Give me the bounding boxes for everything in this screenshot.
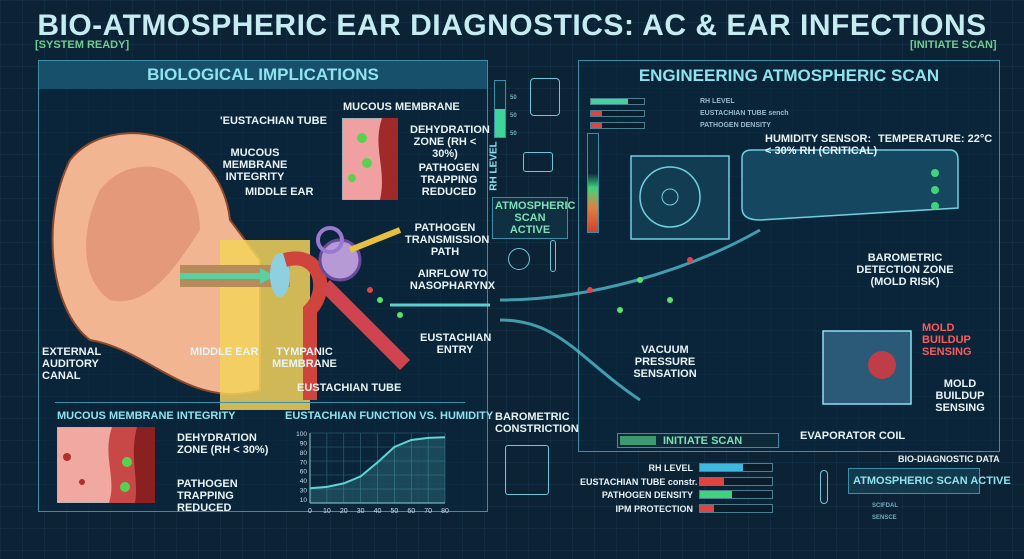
bio-diagnostic-label: BIO-DIAGNOSTIC DATA [898, 454, 1000, 464]
x-tick-label: 20 [340, 508, 348, 515]
mucous-membrane-title: MUCOUS MEMBRANE [343, 101, 460, 113]
x-tick-label: 80 [441, 508, 449, 515]
sensor-label: SCIFDAL SENSCE [872, 503, 898, 521]
initiate-scan-status[interactable]: [INITIATE SCAN] [910, 39, 997, 51]
initiate-scan-button[interactable]: INITIATE SCAN [617, 433, 779, 448]
x-tick-label: 70 [424, 508, 432, 515]
thermometer-icon [550, 240, 556, 272]
legend-label: RH LEVEL [700, 98, 735, 105]
eustachian-tube-bottom-label: EUSTACHIAN TUBE [297, 382, 402, 394]
vacuum-pressure-label: VACUUM PRESSURE SENSATION [633, 344, 697, 380]
gauge-icon [508, 248, 530, 270]
metric-label: EUSTACHIAN TUBE constr. [580, 476, 698, 487]
eustachian-entry-label: EUSTACHIAN ENTRY [420, 332, 492, 356]
rh-tick: 50 [510, 95, 517, 101]
thermometer-icon [820, 470, 828, 504]
legend-label: EUSTACHIAN TUBE sench [700, 110, 789, 117]
evaporator-coil-label: EVAPORATOR COIL [800, 430, 906, 442]
airflow-label: AIRFLOW TO NASOPHARYNX [409, 268, 496, 292]
x-tick-label: 10 [323, 508, 331, 515]
biological-header: BIOLOGICAL IMPLICATIONS [39, 61, 487, 89]
y-tick-label: 90 [300, 440, 308, 447]
x-tick-label: 40 [374, 508, 382, 515]
humidity-sensor-value: < 30% RH (CRITICAL) [765, 145, 878, 157]
y-tick-label: 60 [300, 469, 308, 476]
mucous-integrity-title: MUCOUS MEMBRANE INTEGRITY [57, 410, 236, 422]
rh-level-fill [495, 109, 505, 137]
temperature-label: TEMPERATURE: 22°C [878, 133, 993, 145]
atmospheric-scan-active-box: ATMOSPHERIC SCAN ACTIVE [848, 468, 1011, 494]
mold-sensing-red-label: MOLD BUILDUP SENSING [922, 322, 972, 358]
mucous-inset-image [342, 118, 398, 200]
legend-bar [590, 98, 645, 105]
initiate-scan-progress [620, 436, 656, 445]
metric-label: PATHOGEN DENSITY [601, 490, 693, 500]
x-tick-label: 50 [390, 508, 398, 515]
metric-bar [699, 490, 773, 499]
x-tick-label: 60 [407, 508, 415, 515]
airflow-stream [499, 228, 761, 402]
metric-label: IPM PROTECTION [615, 503, 693, 514]
pathogen-path-label: PATHOGEN TRANSMISSION PATH [405, 222, 490, 258]
rh-tick: 50 [510, 113, 517, 119]
pathogen-trapping-label: PATHOGEN TRAPPING REDUCED [418, 162, 480, 198]
external-canal-label: EXTERNAL AUDITORY CANAL [42, 346, 102, 382]
ear-illustration [51, 132, 490, 410]
humidity-sensor-title: HUMIDITY SENSOR: [765, 133, 872, 145]
x-tick-label: 0 [308, 508, 312, 515]
rh-level-vertical-label: RH LEVEL [488, 141, 500, 191]
motor-icon [523, 152, 553, 172]
legend-bar [590, 122, 645, 129]
mucous-integrity-label: MUCOUS MEMBRANE INTEGRITY [222, 147, 288, 183]
eustachian-tube-label: 'EUSTACHIAN TUBE [220, 115, 327, 127]
initiate-scan-label: INITIATE SCAN [663, 435, 743, 447]
engineering-header: ENGINEERING ATMOSPHERIC SCAN [638, 66, 940, 85]
rh-tick: 50 [510, 131, 517, 137]
metric-label: RH LEVEL [648, 463, 693, 473]
chart-line [309, 436, 446, 490]
barometric-zone-label: BAROMETRIC DETECTION ZONE (MOLD RISK) [856, 252, 954, 288]
evaporator-coil [822, 330, 912, 405]
outdoor-ac-unit [630, 155, 730, 240]
tympanic-membrane-label: TYMPANIC MEMBRANE [272, 346, 337, 370]
engineering-panel [578, 60, 1000, 452]
x-tick-label: 30 [357, 508, 365, 515]
divider [55, 402, 465, 403]
y-tick-label: 10 [300, 497, 308, 504]
y-tick-label: 100 [296, 431, 307, 438]
middle-ear-label: MIDDLE EAR [190, 346, 259, 358]
middle-ear-top-label: MIDDLE EAR [245, 186, 314, 198]
mucous-integrity-image [57, 427, 155, 503]
legend-label: PATHOGEN DENSITY [700, 122, 771, 129]
indoor-ac-unit [741, 149, 959, 221]
metric-bar [699, 463, 773, 472]
vertical-meter [587, 133, 599, 233]
dehydration-zone-bottom-label: DEHYDRATION ZONE (RH < 30%) [177, 432, 269, 456]
page-title: BIO-ATMOSPHERIC EAR DIAGNOSTICS: AC & EA… [37, 9, 987, 42]
chart-title: EUSTACHIAN FUNCTION VS. HUMIDITY [285, 410, 494, 422]
pathogen-trapping-bottom-label: PATHOGEN TRAPPING REDUCED [177, 478, 238, 514]
y-tick-label: 80 [300, 450, 308, 457]
battery-icon [505, 445, 549, 495]
rh-level-gauge [494, 80, 506, 138]
y-tick-label: 30 [300, 488, 308, 495]
y-tick-label: 70 [300, 459, 308, 466]
dehydration-zone-label: DEHYDRATION ZONE (RH < 30%) [410, 124, 490, 160]
metric-bar [699, 476, 773, 486]
system-ready-status: [SYSTEM READY] [35, 39, 130, 51]
scan-active-box: ATMOSPHERIC SCAN ACTIVE [492, 197, 575, 239]
multimeter-icon [530, 78, 560, 116]
y-tick-label: 40 [300, 478, 308, 485]
metric-bar [699, 503, 773, 513]
chart-area [310, 437, 445, 503]
mold-sensing-label: MOLD BUILDUP SENSING [935, 378, 985, 414]
legend-bar [590, 110, 645, 117]
humidity-sensor-label: HUMIDITY SENSOR:< 30% RH (CRITICAL) [765, 133, 877, 157]
barometric-constriction-label: BAROMETRIC CONSTRICTION [495, 411, 579, 435]
